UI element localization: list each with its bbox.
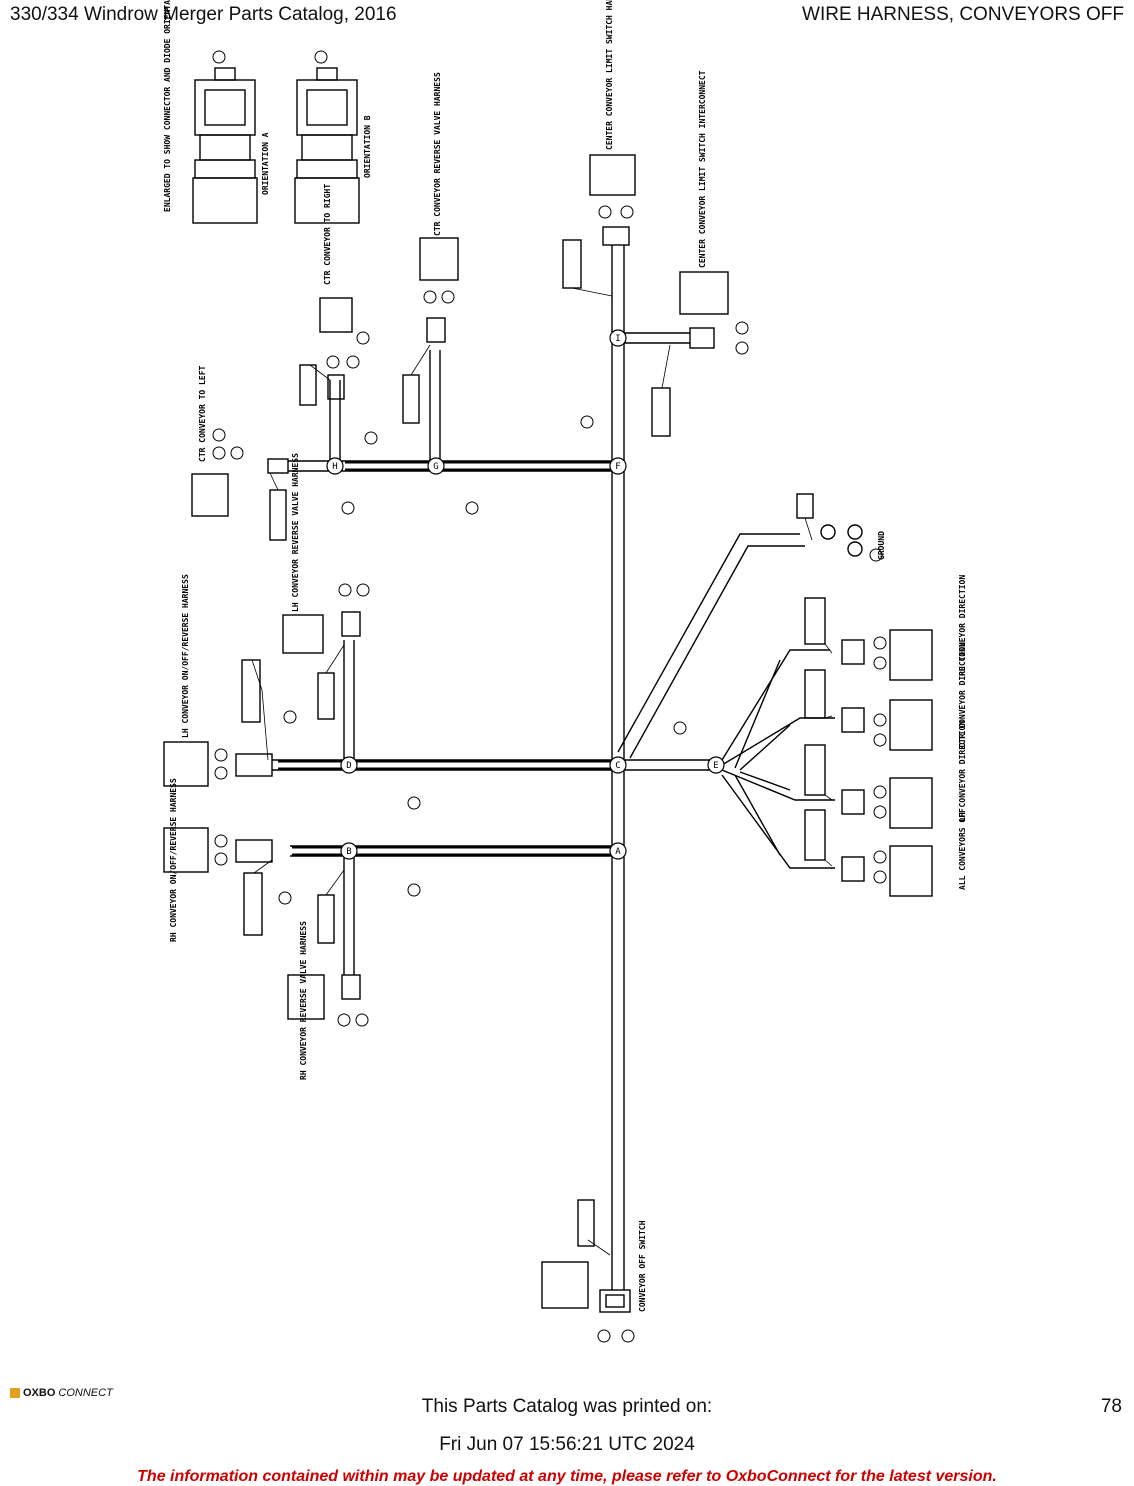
printed-date: Fri Jun 07 15:56:21 UTC 2024	[439, 1434, 695, 1455]
note-center-limit-interconnect: CENTER CONVEYOR LIMIT SWITCH INTERCONNEC…	[698, 70, 707, 268]
branch-label-g: G	[433, 462, 438, 472]
page-number: 78	[1100, 1396, 1122, 1417]
wire-harness-diagram: F G H I C D E A B ENLARGED TO SHOW CONNE…	[163, 0, 967, 1343]
branch-label-i: I	[615, 334, 620, 344]
note-off-switch: CONVEYOR OFF SWITCH	[638, 1220, 647, 1312]
note-lh-direction: LH CONVEYOR DIRECTION	[958, 721, 967, 822]
note-lh-on-off: LH CONVEYOR ON/OFF/REVERSE HARNESS	[181, 574, 190, 738]
note-enlarged: ENLARGED TO SHOW CONNECTOR AND DIODE ORI…	[163, 0, 172, 212]
logo-rest: CONNECT	[58, 1387, 113, 1399]
branch-label-h: H	[332, 462, 337, 472]
note-ctr-direction: CTR CONVEYOR DIRECTION	[958, 642, 967, 748]
note-rh-reverse-valve: RH CONVEYOR REVERSE VALVE HARNESS	[299, 921, 308, 1080]
logo-bold: OXBO	[23, 1387, 56, 1399]
branch-label-e: E	[713, 761, 718, 771]
note-ctr-to-right: CTR CONVEYOR TO RIGHT	[323, 184, 332, 285]
branch-label-c: C	[615, 761, 620, 771]
note-all-off: ALL CONVEYORS OFF	[958, 808, 967, 890]
page-section-title: WIRE HARNESS, CONVEYORS OFF	[802, 4, 1124, 25]
note-ground: GROUND	[877, 531, 886, 560]
note-lh-reverse-valve: LH CONVEYOR REVERSE VALVE HARNESS	[291, 453, 300, 612]
note-rh-on-off: RH CONVEYOR ON/OFF/REVERSE HARNESS	[169, 778, 178, 942]
note-center-limit-harness: CENTER CONVEYOR LIMIT SWITCH HARNESS	[605, 0, 614, 150]
branch-label-a: A	[615, 847, 621, 857]
note-orientation-a: ORIENTATION A	[261, 132, 270, 195]
note-orientation-b: ORIENTATION B	[363, 115, 372, 178]
note-rh-direction: RH CONVEYOR DIRECTION	[958, 575, 967, 676]
printed-on-label: This Parts Catalog was printed on:	[421, 1396, 713, 1417]
catalog-title: 330/334 Windrow Merger Parts Catalog, 20…	[10, 4, 397, 25]
disclaimer: The information contained within may be …	[137, 1468, 997, 1485]
branch-label-d: D	[346, 761, 351, 771]
note-ctr-to-left: CTR CONVEYOR TO LEFT	[198, 365, 207, 462]
logo-icon	[10, 1388, 20, 1398]
branch-label-b: B	[346, 847, 351, 857]
note-ctr-reverse-valve: CTR CONVEYOR REVERSE VALVE HARNESS	[433, 72, 442, 236]
branch-label-f: F	[615, 462, 620, 472]
